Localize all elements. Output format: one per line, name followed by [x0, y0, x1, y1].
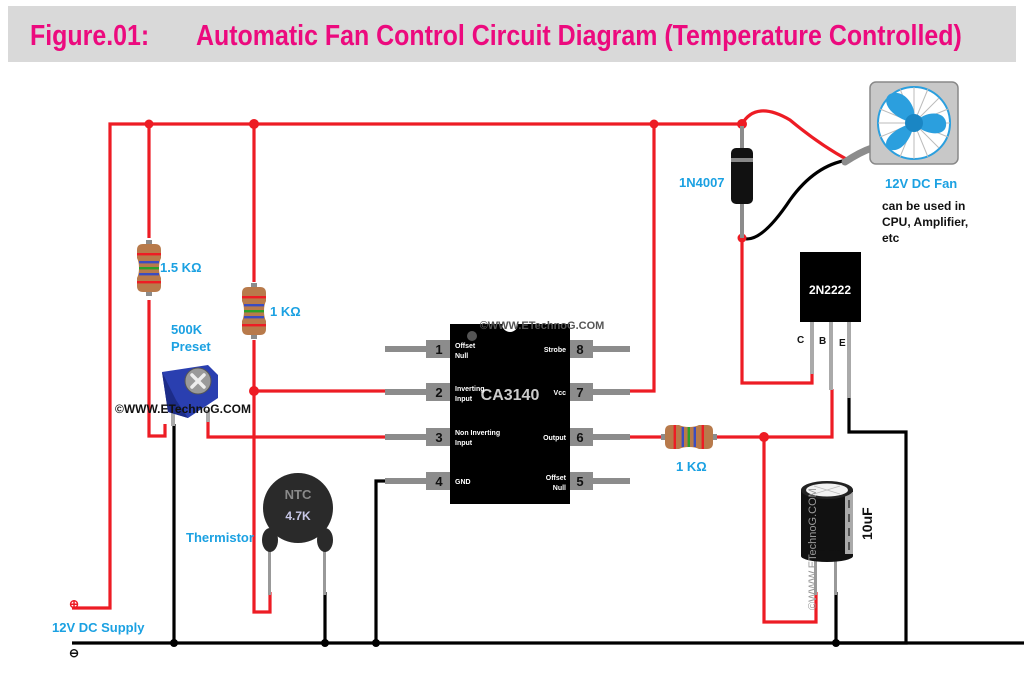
top-rail-wire	[72, 122, 742, 610]
pin-2-number: 2	[435, 385, 442, 400]
resistor-r3	[661, 425, 717, 449]
pin-7-number: 7	[576, 385, 583, 400]
cap-positive-wire	[762, 437, 818, 624]
transistor-label: 2N2222	[809, 283, 851, 297]
transistor-pin-b: B	[819, 336, 826, 347]
pin-8-name: Strobe	[544, 347, 566, 354]
fan-note-3: etc	[882, 231, 900, 245]
preset-label-type: Preset	[171, 339, 211, 354]
fan-label: 12V DC Fan	[885, 176, 957, 191]
diode-1n4007[interactable]	[731, 126, 753, 238]
r1-to-preset-wire	[147, 300, 167, 438]
pin-1-number: 1	[435, 342, 442, 357]
figure-label: Figure.01:	[30, 20, 150, 52]
r3-label: 1 KΩ	[676, 459, 707, 474]
pin-6-name: Output	[543, 435, 567, 442]
pin-5-name-2: Null	[553, 485, 566, 492]
preset-label-value: 500K	[171, 322, 203, 337]
dc-fan[interactable]	[841, 81, 959, 166]
r2-to-thermistor-wire	[252, 340, 272, 614]
pin-2-name: Inverting	[455, 386, 485, 393]
transistor-2n2222[interactable]: 2N2222	[800, 252, 861, 398]
capacitor-10uf[interactable]	[801, 481, 853, 595]
supply-positive-symbol: ⊕	[69, 597, 79, 611]
r1-label: 1.5 KΩ	[160, 260, 202, 275]
capacitor-label: 10uF	[859, 507, 875, 540]
pin-3-name-2: Input	[455, 440, 473, 447]
emitter-ground-wire	[838, 398, 908, 645]
pin-2-name-2: Input	[455, 396, 473, 403]
thermistor-label: Thermistor	[186, 530, 254, 545]
ic-ca3140[interactable]: CA3140 ©WWW.ETechnoG.COM 1 Offset Null 2…	[385, 320, 630, 504]
preset-potentiometer[interactable]	[162, 365, 218, 426]
pin-3-name: Non Inverting	[455, 430, 500, 437]
pin-6-number: 6	[576, 430, 583, 445]
capacitor-watermark: ©WWW.ETechnoG.COM	[807, 488, 819, 610]
supply-label: 12V DC Supply	[52, 620, 145, 635]
ntc-body-label: NTC	[285, 487, 312, 502]
pin-7-name: Vcc	[554, 390, 567, 397]
ic-name: CA3140	[481, 387, 540, 404]
transistor-pin-c: C	[797, 335, 804, 346]
fan-negative-wire	[741, 158, 849, 241]
pin-8-number: 8	[576, 342, 583, 357]
resistor-r1	[137, 240, 161, 296]
positive-wires	[72, 109, 849, 624]
fan-note-2: CPU, Amplifier,	[882, 215, 968, 229]
diode-label: 1N4007	[679, 175, 725, 190]
ntc-thermistor[interactable]: NTC 4.7K	[262, 473, 333, 595]
pin-1-name-2: Null	[455, 353, 468, 360]
collector-wire	[740, 238, 814, 385]
pin-1-name: Offset	[455, 343, 476, 350]
ic-watermark: ©WWW.ETechnoG.COM	[480, 320, 605, 332]
fan-blade-icon	[886, 92, 947, 151]
r2-label: 1 KΩ	[270, 304, 301, 319]
junctions	[144, 119, 840, 647]
resistor-r2	[242, 283, 266, 339]
figure-title: Automatic Fan Control Circuit Diagram (T…	[196, 20, 962, 52]
pin7-wire	[628, 124, 656, 393]
fan-positive-wire	[740, 109, 849, 162]
fan-note-1: can be used in	[882, 199, 965, 213]
pin-5-number: 5	[576, 474, 583, 489]
watermark-left: ©WWW.ETechnoG.COM	[115, 402, 251, 416]
pin3-wire	[206, 420, 388, 439]
pin4-ground-wire	[374, 479, 398, 643]
transistor-pin-e: E	[839, 338, 846, 349]
pin-5-name: Offset	[546, 475, 567, 482]
pin-4-number: 4	[435, 474, 443, 489]
ntc-value-label: 4.7K	[285, 509, 311, 523]
supply-negative-symbol: ⊖	[69, 646, 79, 660]
pin-3-number: 3	[435, 430, 442, 445]
ground-wires	[72, 158, 1024, 645]
title-bar: Figure.01: Automatic Fan Control Circuit…	[8, 6, 1016, 62]
pin-4-name: GND	[455, 479, 471, 486]
r3-to-base-wire	[716, 389, 834, 439]
